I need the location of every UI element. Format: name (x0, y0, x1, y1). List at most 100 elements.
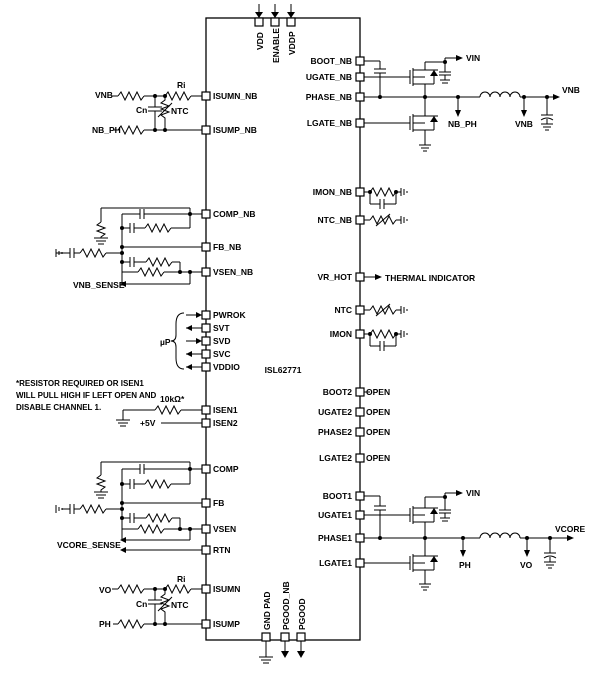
ntc-network (364, 303, 408, 317)
label-ri-bot: Ri (177, 574, 186, 584)
label-ntc-bot: NTC (171, 600, 188, 610)
nb-feedback-network: VNB_SENSE (55, 245, 202, 290)
pin-ntc-nb: NTC_NB (318, 215, 352, 225)
label-vnb-out2: VNB (515, 119, 533, 129)
label-ph-in: PH (99, 619, 111, 629)
phase2-open-pins: OPEN OPEN OPEN OPEN (364, 387, 390, 463)
left-pins: ISUMN_NB ISUMP_NB COMP_NB FB_NB VSEN_NB … (201, 91, 257, 629)
nb-current-sense-network: VNB Ri Cn NTC NB_PH (92, 80, 202, 136)
microprocessor-bus: µP (160, 312, 202, 370)
core-feedback-network: VCORE_SENSE (55, 501, 202, 553)
label-thermal: THERMAL INDICATOR (385, 273, 475, 283)
right-pins: BOOT_NB UGATE_NB PHASE_NB LGATE_NB IMON_… (306, 56, 365, 568)
pin-isen2: ISEN2 (213, 418, 238, 428)
ic-name: ISL62771 (265, 365, 302, 375)
pin-label-vdd: VDD (255, 32, 265, 50)
inductor-core (479, 532, 521, 539)
label-vnb-out: VNB (562, 85, 580, 95)
label-ntc-top: NTC (171, 106, 188, 116)
pin-svd: SVD (213, 336, 230, 346)
pin-fb-nb: FB_NB (213, 242, 241, 252)
bottom-pin-gnd-pad: GND PAD (259, 591, 273, 664)
open-boot2: OPEN (366, 387, 390, 397)
label-nb-ph-out: NB_PH (448, 119, 477, 129)
pin-vsen-nb: VSEN_NB (213, 267, 253, 277)
pin-ugate1: UGATE1 (318, 510, 352, 520)
pin-vsen: VSEN (213, 524, 236, 534)
resistor-nb-ph (117, 124, 145, 136)
imon-nb-network (364, 186, 408, 209)
open-lgate2: OPEN (366, 453, 390, 463)
bottom-pin-pgood: PGOOD (296, 598, 307, 658)
pin-ugate-nb: UGATE_NB (306, 72, 352, 82)
top-pin-vdd: VDD (254, 4, 265, 50)
pin-boot-nb: BOOT_NB (310, 56, 352, 66)
note-line-1: *RESISTOR REQUIRED OR ISEN1 (16, 379, 144, 388)
pin-ugate2: UGATE2 (318, 407, 352, 417)
label-vnb-in: VNB (95, 90, 113, 100)
nb-compensation-network (94, 207, 202, 247)
label-vnb-sense: VNB_SENSE (73, 280, 125, 290)
pin-boot1: BOOT1 (323, 491, 353, 501)
label-vin-bot: VIN (466, 488, 480, 498)
pin-phase2: PHASE2 (318, 427, 352, 437)
open-phase2: OPEN (366, 427, 390, 437)
label-ri-top: Ri (177, 80, 186, 90)
resistor-ntc-top (159, 96, 171, 128)
pin-imon: IMON (330, 329, 352, 339)
open-ugate2: OPEN (366, 407, 390, 417)
pin-comp: COMP (213, 464, 239, 474)
label-ph-out: PH (459, 560, 471, 570)
inductor-nb (479, 91, 521, 98)
pin-pwrok: PWROK (213, 310, 246, 320)
pin-imon-nb: IMON_NB (313, 187, 352, 197)
pin-comp-nb: COMP_NB (213, 209, 256, 219)
label-mu-p: µP (160, 337, 171, 347)
core-current-sense-network: VO Ri Cn NTC PH (99, 574, 202, 630)
pin-label-vddp: VDDP (287, 31, 297, 55)
pin-lgate1: LGATE1 (319, 558, 352, 568)
resistor-vnb (117, 90, 145, 102)
label-cn-top: Cn (136, 105, 147, 115)
label-plus5v: +5V (140, 418, 156, 428)
nb-power-stage: VIN NB_PH VNB VNB (364, 53, 580, 152)
core-compensation-network (94, 461, 202, 503)
ntc-nb-network (364, 213, 408, 227)
label-10k: 10kΩ* (160, 394, 185, 404)
pin-isumn: ISUMN (213, 584, 240, 594)
label-vo-out: VO (520, 560, 533, 570)
pin-isump: ISUMP (213, 619, 240, 629)
pin-lgate2: LGATE2 (319, 453, 352, 463)
top-pin-enable: ENABLE (270, 4, 281, 63)
label-vin-top: VIN (466, 53, 480, 63)
vr-hot-output: THERMAL INDICATOR (364, 273, 475, 283)
resistor-ri-top (164, 90, 192, 102)
label-nb-ph-in: NB_PH (92, 125, 121, 135)
bottom-pin-pgood-nb: PGOOD_NB (280, 581, 291, 658)
pin-isen1: ISEN1 (213, 405, 238, 415)
pin-vr-hot: VR_HOT (318, 272, 353, 282)
label-vcore-sense: VCORE_SENSE (57, 540, 121, 550)
pin-fb: FB (213, 498, 224, 508)
note-line-3: DISABLE CHANNEL 1. (16, 403, 101, 412)
pin-boot2: BOOT2 (323, 387, 353, 397)
pin-label-gnd-pad: GND PAD (262, 591, 272, 630)
core-power-stage: VIN PH VCORE VO (364, 488, 586, 591)
top-pin-vddp: VDDP (286, 4, 297, 55)
pin-label-enable: ENABLE (271, 28, 281, 63)
pin-svt: SVT (213, 323, 230, 333)
pin-svc: SVC (213, 349, 230, 359)
label-cn-bot: Cn (136, 599, 147, 609)
pin-lgate-nb: LGATE_NB (307, 118, 352, 128)
pin-label-pgood: PGOOD (297, 598, 307, 630)
pin-phase-nb: PHASE_NB (306, 92, 352, 102)
pin-vddio: VDDIO (213, 362, 240, 372)
pin-phase1: PHASE1 (318, 533, 352, 543)
pin-isump-nb: ISUMP_NB (213, 125, 257, 135)
pin-label-pgood-nb: PGOOD_NB (281, 581, 291, 630)
imon-network (364, 328, 408, 351)
pin-rtn: RTN (213, 545, 230, 555)
label-vo-in: VO (99, 585, 112, 595)
pin-isumn-nb: ISUMN_NB (213, 91, 257, 101)
